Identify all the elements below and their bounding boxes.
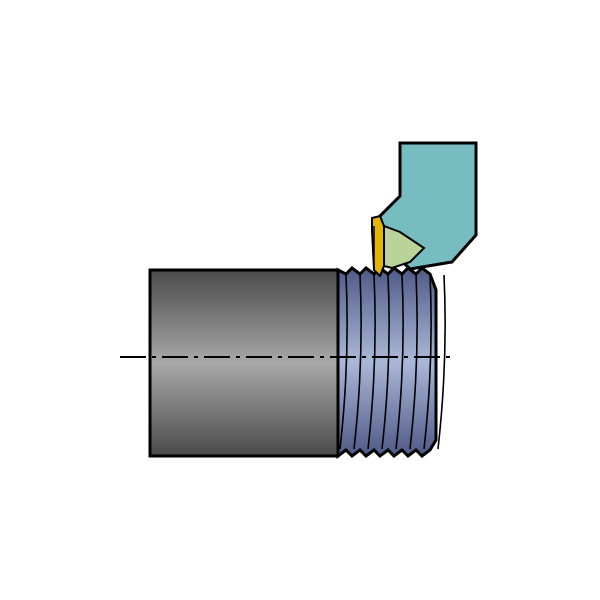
cutting-insert-icon [371, 214, 385, 278]
thread-outline [336, 266, 438, 459]
thread-flank-line [381, 274, 390, 450]
thread-flank-line [395, 274, 404, 450]
thread-flank-line [409, 274, 418, 450]
thread-section [336, 266, 446, 459]
thread-flank-line [339, 274, 348, 450]
thread-flank-line [437, 274, 446, 450]
thread-flank-line [367, 274, 376, 450]
thread-flank-line [423, 274, 432, 450]
thread-flank-line [353, 274, 362, 450]
thread-flank-lines [339, 274, 446, 450]
workpiece-body [148, 268, 340, 458]
